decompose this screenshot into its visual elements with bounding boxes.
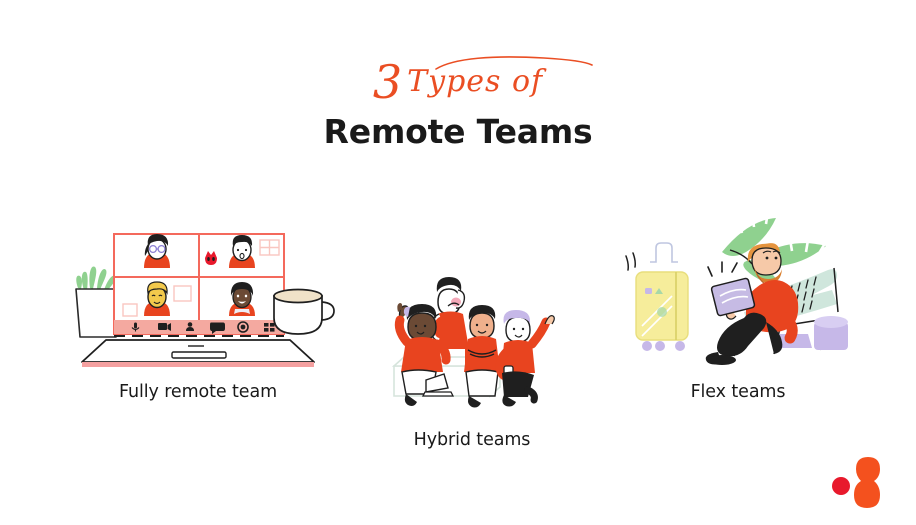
tablet-icon [707,261,756,317]
participant-glasses-black-hair [144,234,170,268]
microphone-icon [131,322,140,332]
video-call-toolbar [114,320,284,334]
grid-view-icon [264,323,275,332]
card-hybrid-teams: Hybrid teams [382,262,562,450]
participant-short-black-hair [205,235,280,268]
potted-plant-icon [75,266,121,338]
bearded-man [705,243,799,365]
card-fully-remote-team: Fully remote team [62,228,335,402]
coffee-cup-icon [273,288,335,335]
title-main-text: Remote Teams [323,112,593,151]
title-script-number: 3 [372,55,404,109]
ottoman-icon [814,316,848,350]
molecule-logo [830,449,894,509]
chat-icon [210,322,225,334]
card-caption-flex: Flex teams [690,382,786,402]
video-grid-icon [113,233,285,335]
record-icon [237,321,249,333]
card-flex-teams: Flex teams [618,200,858,402]
group-of-people-on-bench-illustration [382,262,562,414]
participants-icon [186,322,194,331]
participant-blonde-hair [122,281,192,317]
participant-dark-skin-bob-hair [229,282,255,316]
person-arms-crossed [464,305,500,408]
card-caption-hybrid: Hybrid teams [413,430,531,450]
laptop-video-call-illustration [62,228,335,368]
title-script-words: Types of [407,64,544,99]
laptop-icon [81,335,315,367]
logo-node-small [832,477,850,495]
card-caption-fully-remote: Fully remote team [118,382,278,402]
cat-icon [205,251,217,265]
camera-icon [158,323,171,331]
suitcase-icon [625,242,689,351]
person-waving-with-laptop [394,303,455,406]
man-on-lounge-chair-with-tablet-illustration [618,200,858,370]
person-waving-with-phone [495,310,555,407]
logo-node-large [854,457,880,508]
